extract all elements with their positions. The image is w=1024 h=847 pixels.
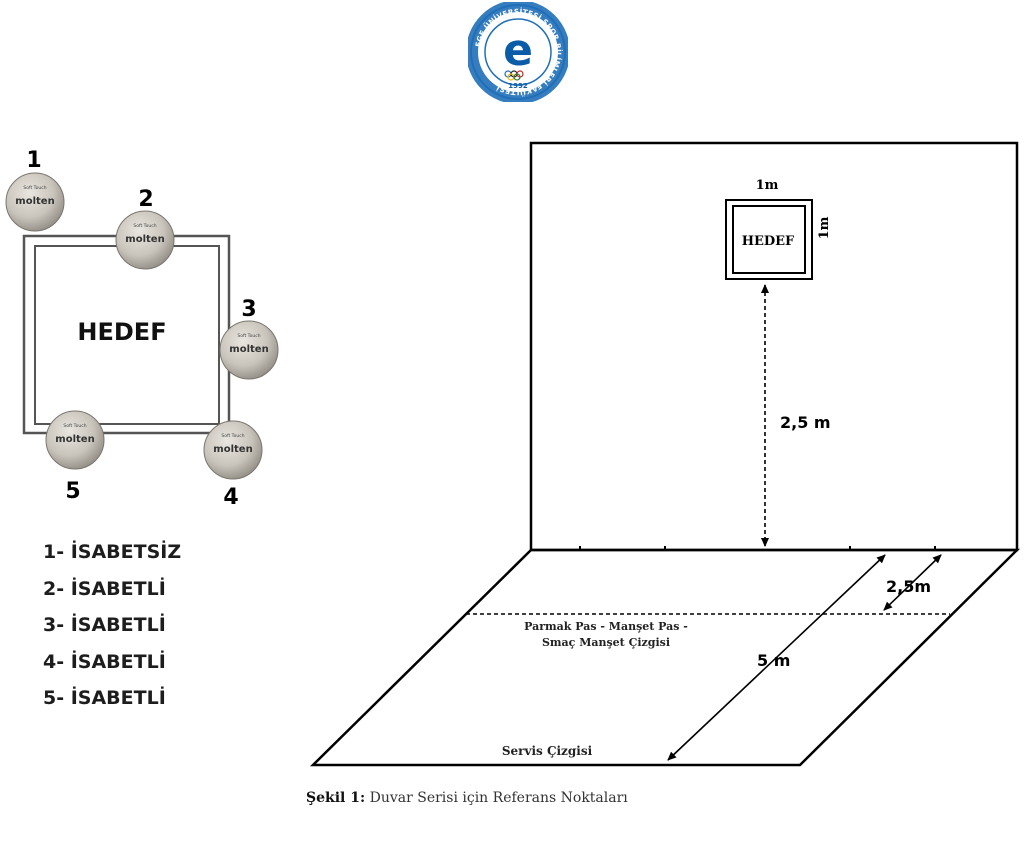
pass-line-label-1: Parmak Pas - Manşet Pas - (524, 620, 688, 633)
figure-caption: Şekil 1: Duvar Serisi için Referans Nokt… (306, 790, 628, 806)
depth-total-arrow (667, 554, 886, 761)
ball-number-1: 1 (26, 148, 41, 173)
caption-prefix: Şekil 1: (306, 790, 366, 806)
target-width-label: 1m (756, 178, 779, 193)
legend-item-1: 1- İSABETSİZ (43, 541, 182, 563)
wall-target-outer (725, 199, 813, 280)
pass-line-label-2: Smaç Manşet Çizgisi (542, 636, 670, 649)
legend-item-4: 4- İSABETLİ (43, 650, 166, 673)
faculty-logo: EGE ÜNİVERSİTESİ SPOR BİLİMLERİ FAKÜLTES… (468, 2, 568, 102)
logo-rings-icon (504, 70, 524, 81)
legend-item-2: 2- İSABETLİ (43, 577, 166, 600)
ball-number-3: 3 (241, 297, 256, 322)
ball-1: Soft Touch molten (5, 172, 65, 232)
ball-brand: molten (213, 444, 252, 455)
wall-target-label: HEDEF (742, 234, 795, 249)
wall-target-inner (732, 205, 806, 274)
legend-item-5: 5- İSABETLİ (43, 687, 166, 709)
ball-3: Soft Touch molten (219, 320, 279, 380)
logo-letter: e (503, 25, 533, 76)
ball-2: Soft Touch molten (115, 210, 175, 270)
serve-line-label: Servis Çizgisi (502, 744, 593, 758)
ball-sublabel: Soft Touch (63, 423, 86, 429)
ball-brand: molten (125, 234, 164, 245)
ball-sublabel: Soft Touch (133, 223, 156, 229)
floor (309, 548, 1021, 767)
ball-number-2: 2 (138, 187, 153, 212)
ball-number-5: 5 (65, 479, 80, 504)
target-height-label: 1m (817, 216, 832, 239)
ball-brand: molten (229, 344, 268, 355)
ball-brand: molten (15, 196, 54, 207)
ball-brand: molten (55, 434, 94, 445)
ball-sublabel: Soft Touch (237, 333, 260, 339)
target-label: HEDEF (77, 318, 166, 346)
ball-5: Soft Touch molten (45, 410, 105, 470)
ball-sublabel: Soft Touch (23, 185, 46, 191)
ball-4: Soft Touch molten (203, 420, 263, 480)
depth-near-label: 2,5m (886, 577, 931, 596)
wall (529, 141, 1019, 552)
caption-text: Duvar Serisi için Referans Noktaları (365, 790, 628, 806)
ball-number-4: 4 (223, 485, 238, 510)
depth-near-arrow (883, 554, 942, 611)
depth-total-label: 5 m (757, 651, 790, 670)
height-label: 2,5 m (780, 413, 831, 432)
accuracy-legend: 1- İSABETSİZ 2- İSABETLİ 3- İSABETLİ 4- … (43, 540, 181, 723)
legend-item-3: 3- İSABETLİ (43, 614, 166, 636)
logo-year: 1992 (508, 82, 528, 90)
target-detail-diagram: HEDEF Soft Touch molten 1 Soft Touch mol… (5, 148, 279, 510)
ball-sublabel: Soft Touch (221, 433, 244, 439)
